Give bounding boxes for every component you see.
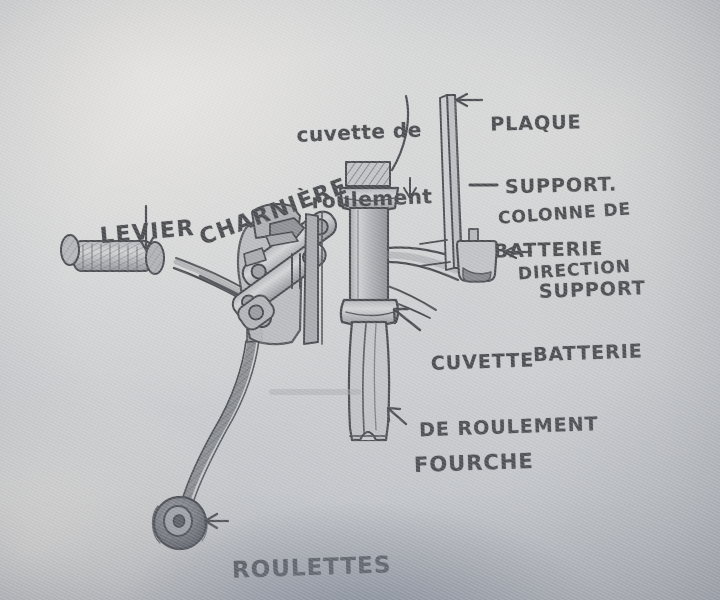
paper-shadow-bottom	[0, 0, 720, 600]
paper-grain	[0, 0, 720, 600]
paper-shadow-bottom-center	[0, 0, 720, 600]
paper-shadow-right	[0, 0, 720, 600]
sketch-sheet: cuvette de roulement PLAQUE SUPPORT. BAT…	[0, 0, 720, 600]
paper-vignette	[0, 0, 720, 600]
